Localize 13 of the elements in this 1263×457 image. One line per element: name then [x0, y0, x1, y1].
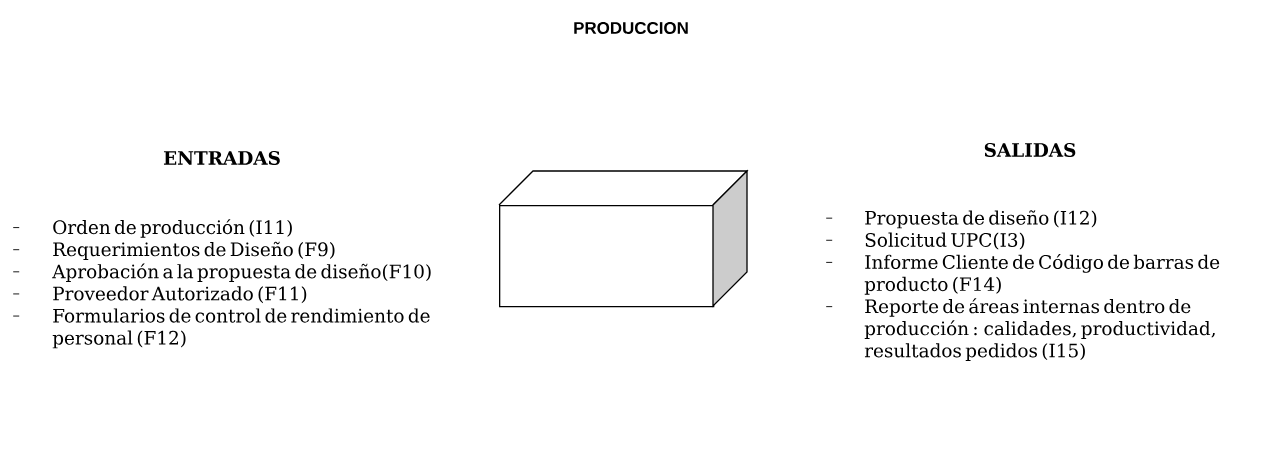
- column-heading: ENTRADAS: [163, 151, 280, 165]
- list-item: Proveedor Autorizado (F11): [12, 286, 307, 304]
- list-item: Reporte de áreas internas dentro de producción : calidades, productividad, resultados pedidos (I15): [825, 298, 1215, 362]
- cuboid-drawing: [498, 169, 749, 308]
- list-item: Informe Cliente de Código de barras de producto (F14): [825, 254, 1220, 295]
- list-item: Aprobación a la propuesta de diseño(F10): [12, 263, 431, 282]
- column-heading: SALIDAS: [984, 143, 1076, 157]
- list-item: Orden de producción (I11): [12, 219, 292, 238]
- list-item: Formularios de control de rendimiento de personal (F12): [12, 308, 430, 349]
- list-item: Solicitud UPC(I3): [825, 232, 1025, 250]
- title: PRODUCCION: [574, 22, 688, 34]
- list-item: Propuesta de diseño (I12): [825, 210, 1097, 229]
- list-item: Requerimientos de Diseño (F9): [12, 241, 335, 260]
